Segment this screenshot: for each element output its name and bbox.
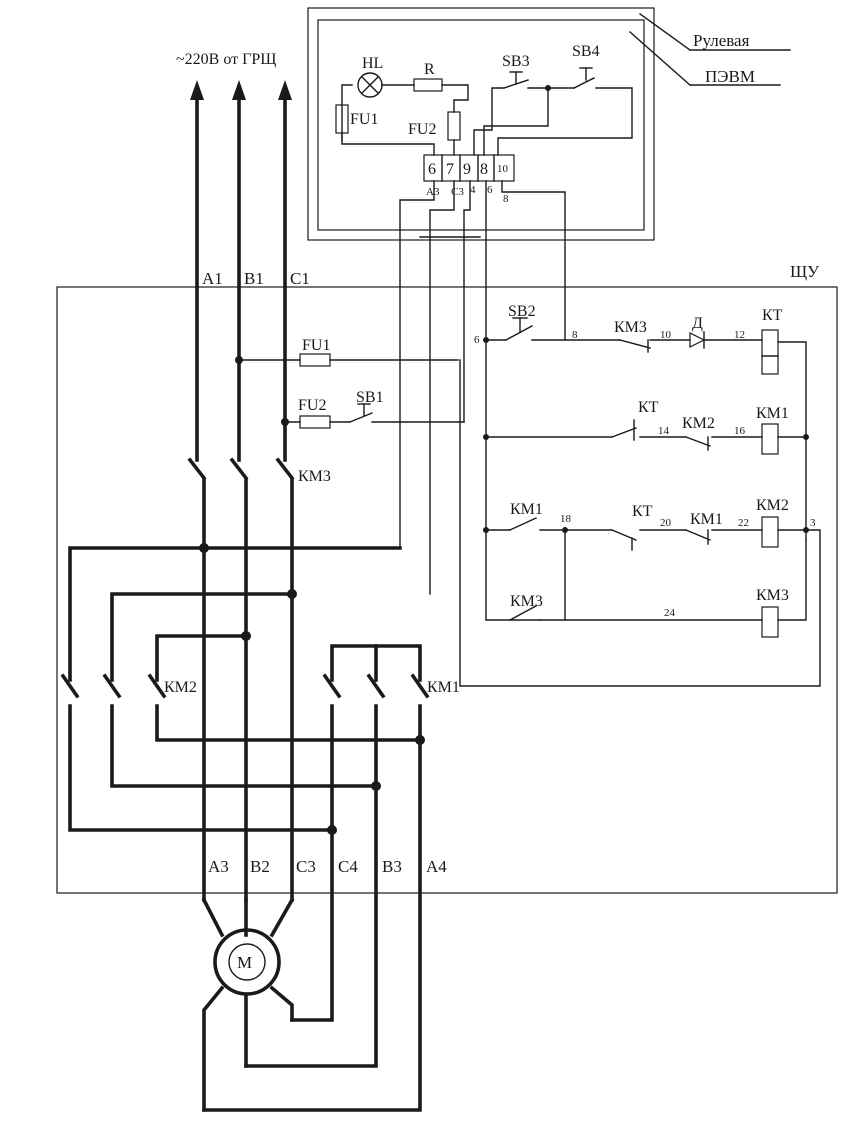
wire-12: 12	[734, 329, 745, 341]
wire-18: 18	[560, 513, 572, 525]
phase-a4: А4	[426, 857, 447, 876]
terminal-mark-6: 6	[487, 184, 493, 196]
motor-label: М	[237, 953, 252, 972]
km3-main-label: КМ3	[298, 468, 331, 485]
steering-label: Рулевая	[693, 31, 750, 50]
phase-a3: А3	[208, 857, 229, 876]
phase-b1: В1	[244, 269, 264, 288]
terminal-mark-c3: С3	[451, 186, 464, 198]
hl-label: HL	[362, 55, 383, 72]
motor	[201, 897, 295, 1112]
rung2-km2-label: КМ2	[682, 415, 715, 432]
rung2-kt-label: КТ	[638, 399, 659, 416]
rung1-diode-label: Д	[692, 315, 703, 332]
rung1-kt-coil-label: КТ	[762, 307, 783, 324]
phase-c1: С1	[290, 269, 310, 288]
rung3-km2-coil-label: КМ2	[756, 497, 789, 514]
remote-cable	[399, 180, 566, 595]
panel-label: ЩУ	[790, 262, 820, 281]
remote-fu2-label: FU2	[408, 121, 436, 138]
km2-main-label: КМ2	[164, 679, 197, 696]
phase-c4: С4	[338, 857, 358, 876]
remote-circuit	[335, 67, 633, 182]
rung4-km3-label: КМ3	[510, 593, 543, 610]
km2-km1-contacts	[60, 673, 430, 699]
supply-label: ~220В от ГРЩ	[176, 51, 276, 68]
terminal-8: 8	[480, 161, 488, 178]
r-label: R	[424, 61, 435, 78]
panel-fuses	[238, 353, 465, 429]
phase-a1: А1	[202, 269, 223, 288]
terminal-mark-8: 8	[503, 193, 509, 205]
wire-24: 24	[664, 607, 676, 619]
pc-enclosure	[307, 7, 655, 241]
sb2-label: SB2	[508, 303, 536, 320]
remote-junction	[545, 85, 551, 91]
terminal-6: 6	[428, 161, 436, 178]
wire-16: 16	[734, 425, 746, 437]
pc-label: ПЭВМ	[705, 67, 755, 86]
supply-arrows	[190, 80, 292, 100]
phase-c3: С3	[296, 857, 316, 876]
sb1-label: SB1	[356, 389, 384, 406]
remote-fu1-label: FU1	[350, 111, 378, 128]
phase-lines	[195, 98, 287, 462]
terminal-mark-4: 4	[470, 184, 476, 196]
wire-10: 10	[660, 329, 672, 341]
rung1-km3-label: КМ3	[614, 319, 647, 336]
rung3-km1-label: КМ1	[510, 501, 543, 518]
phase-b3: В3	[382, 857, 402, 876]
block-leaders	[629, 13, 791, 86]
wire-6: 6	[474, 334, 480, 346]
rung2-km1-coil-label: КМ1	[756, 405, 789, 422]
terminal-mark-a3: А3	[426, 186, 440, 198]
km1-main-label: КМ1	[427, 679, 460, 696]
wire-20: 20	[660, 517, 672, 529]
panel-fu1-label: FU1	[302, 337, 330, 354]
panel-fu2-label: FU2	[298, 397, 326, 414]
junction-dots	[199, 356, 425, 835]
terminal-10: 10	[497, 163, 509, 175]
km3-main-contacts	[187, 457, 295, 902]
cross-buses	[68, 546, 422, 1112]
rung4-km3-coil-label: КМ3	[756, 587, 789, 604]
control-panel-enclosure	[56, 286, 838, 894]
control-junctions	[483, 337, 809, 533]
wire-22: 22	[738, 517, 749, 529]
wire-14: 14	[658, 425, 670, 437]
sb3-label: SB3	[502, 53, 530, 70]
rung3-km1b-label: КМ1	[690, 511, 723, 528]
terminal-7: 7	[446, 161, 454, 178]
wire-8: 8	[572, 329, 578, 341]
wire-3: 3	[810, 517, 816, 529]
terminal-9: 9	[463, 161, 471, 178]
rung3-kt-label: КТ	[632, 503, 653, 520]
phase-b2: В2	[250, 857, 270, 876]
sb4-label: SB4	[572, 43, 600, 60]
